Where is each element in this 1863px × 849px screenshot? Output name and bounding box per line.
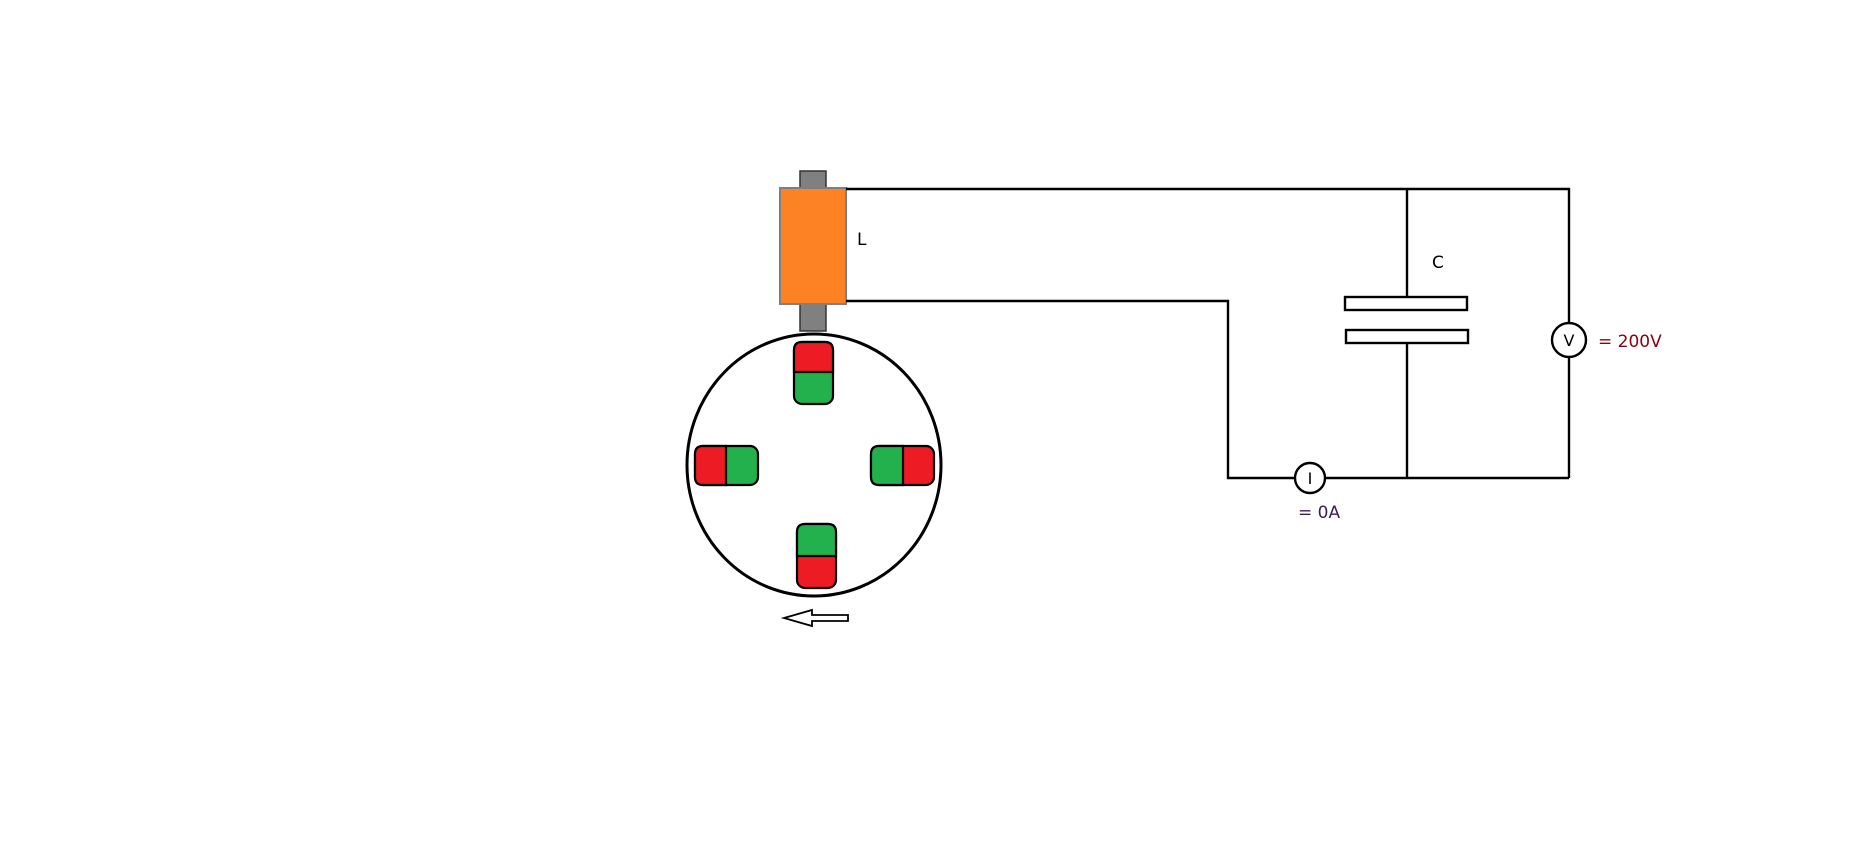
magnet-top [792, 340, 835, 406]
capacitor-plate-bottom [1344, 328, 1470, 345]
magnet-right [869, 444, 936, 487]
voltmeter-symbol: V [1564, 331, 1575, 350]
ammeter-circle [1293, 461, 1327, 495]
capacitor [1343, 295, 1470, 345]
capacitor-plate-top [1343, 295, 1469, 312]
magnet-left [693, 444, 760, 487]
voltmeter-reading: = 200V [1598, 332, 1662, 352]
inductor-coil [779, 187, 847, 305]
left-arrow-icon [780, 608, 849, 628]
ammeter-reading: = 0A [1298, 503, 1340, 523]
voltmeter-circle [1550, 321, 1588, 359]
ammeter-symbol: I [1308, 469, 1313, 488]
capacitor-label: C [1432, 253, 1444, 273]
inductor-core-bottom [799, 302, 827, 332]
circuit-wires [846, 187, 1571, 480]
voltmeter: V [1550, 321, 1588, 359]
ammeter: I [1293, 461, 1327, 495]
rotor-disc [685, 332, 943, 598]
rotor [685, 332, 943, 598]
magnet-bottom [795, 522, 838, 590]
inductor-label: L [857, 230, 867, 250]
